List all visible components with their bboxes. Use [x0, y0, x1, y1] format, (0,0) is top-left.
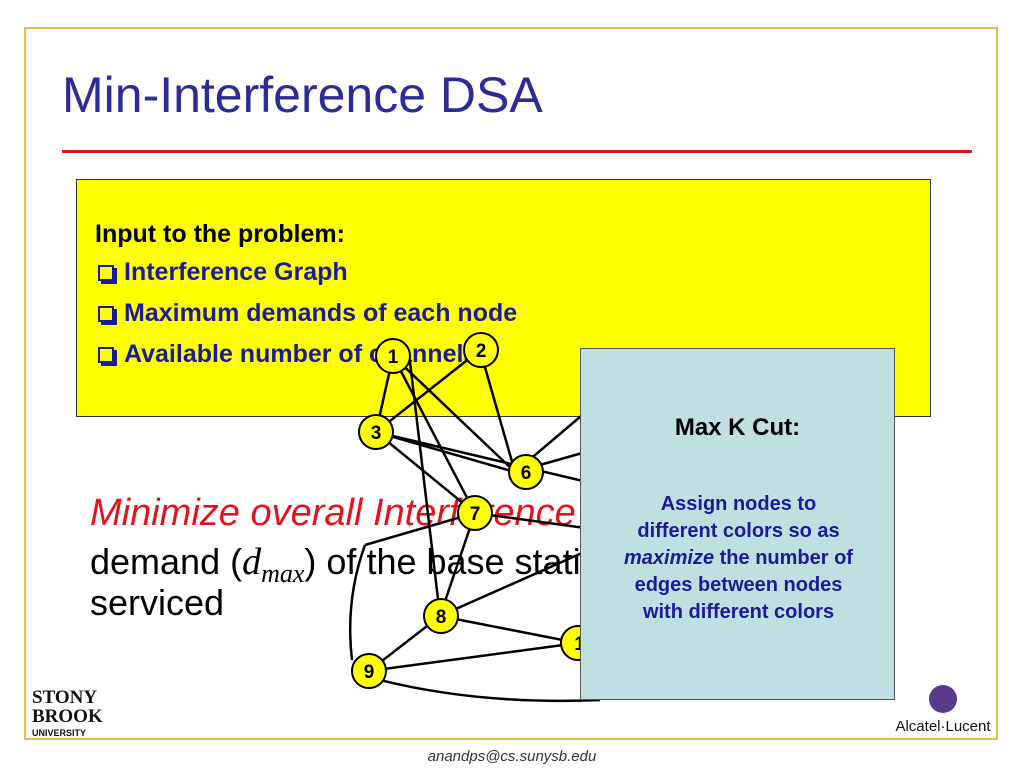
max-k-cut-line: with different colors: [642, 601, 835, 623]
stony-brook-logo: STONY BROOK UNIVERSITY: [32, 688, 112, 740]
graph-node-2: 2: [463, 332, 499, 368]
alcatel-lucent-wordmark: Alcatel·Lucent: [895, 718, 991, 735]
graph-node-1: 1: [375, 338, 411, 374]
graph-edges: [348, 349, 601, 703]
max-k-cut-description: Assign nodes to different colors so as m…: [586, 491, 891, 626]
max-k-cut-line-rest: the number of: [714, 547, 853, 569]
max-k-cut-emphasis: maximize: [624, 547, 715, 569]
bullet-available-channels: Available number of channels: [98, 340, 477, 369]
max-k-cut-line: different colors so as: [637, 520, 840, 542]
graph-node-6: 6: [508, 454, 544, 490]
graph-node-7: 7: [457, 495, 493, 531]
input-heading: Input to the problem:: [95, 220, 345, 248]
alcatel-lucent-emblem-icon: [929, 685, 957, 713]
objective-line3: serviced: [90, 582, 225, 623]
sbu-logo-line3: UNIVERSITY: [32, 728, 87, 738]
title-underline: [62, 150, 972, 153]
max-k-cut-line: Assign nodes to: [660, 493, 817, 515]
alcatel-lucent-logo: Alcatel·Lucent: [893, 685, 993, 740]
bullet-max-demands: Maximum demands of each node: [98, 299, 517, 328]
checkbox-bullet-icon: [98, 264, 117, 284]
bullet-text: Maximum demands of each node: [124, 299, 518, 327]
max-k-cut-line: edges between nodes: [634, 574, 843, 596]
objective-max-subscript: max: [261, 559, 305, 589]
svg-text:6: 6: [521, 463, 532, 484]
svg-text:7: 7: [470, 504, 481, 525]
svg-text:2: 2: [476, 341, 487, 362]
objective-line1: Minimize overall Interference: [90, 492, 576, 534]
checkbox-bullet-icon: [98, 305, 117, 325]
svg-text:8: 8: [436, 607, 447, 628]
svg-text:3: 3: [371, 423, 382, 444]
svg-text:1: 1: [388, 347, 399, 368]
objective-d-symbol: d: [242, 541, 262, 583]
footer-email: anandps@cs.sunysb.edu: [427, 748, 597, 765]
bullet-interference-graph: Interference Graph: [98, 258, 348, 287]
graph-node-3: 3: [358, 414, 394, 450]
graph-node-9: 9: [351, 653, 387, 689]
max-k-cut-heading: Max K Cut:: [674, 414, 801, 441]
sbu-logo-line1: STONY: [32, 687, 98, 708]
slide-frame: [24, 27, 998, 740]
objective-demand-prefix: demand (: [90, 541, 243, 582]
bullet-text: Interference Graph: [124, 258, 348, 286]
slide-title: Min-Interference DSA: [62, 67, 543, 123]
max-k-cut-box: Max K Cut: Assign nodes to different col…: [580, 348, 895, 700]
bullet-text: Available number of channels: [124, 340, 478, 368]
svg-text:9: 9: [364, 662, 375, 683]
graph-node-8: 8: [423, 598, 459, 634]
sbu-logo-line2: BROOK: [32, 706, 103, 727]
checkbox-bullet-icon: [98, 346, 117, 366]
max-k-cut-line: maximize the number of: [586, 545, 891, 572]
